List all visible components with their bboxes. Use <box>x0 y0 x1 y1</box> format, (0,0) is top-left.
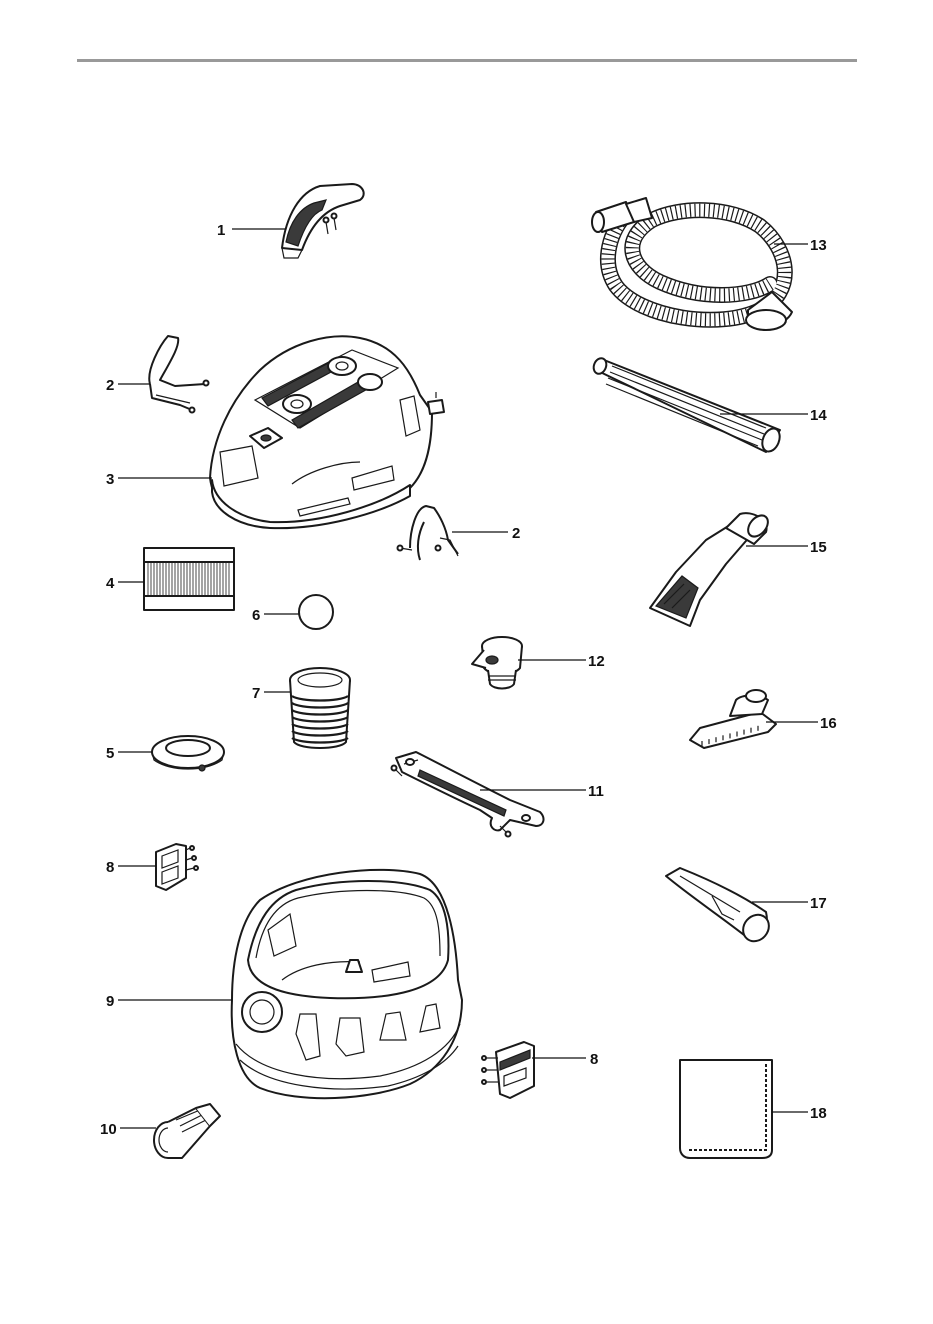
part-4-cartridge-filter <box>144 548 234 610</box>
part-2-latch-right <box>398 506 459 560</box>
part-8-clip-right <box>482 1042 534 1098</box>
label-15: 15 <box>810 539 827 556</box>
label-2-left: 2 <box>106 377 114 394</box>
part-12-cap <box>472 637 522 689</box>
part-10-connector <box>154 1104 220 1158</box>
label-14: 14 <box>810 407 827 424</box>
part-8-clip-left <box>156 844 198 890</box>
part-17-crevice-tool <box>666 868 774 946</box>
label-18: 18 <box>810 1105 827 1122</box>
label-4: 4 <box>106 575 115 592</box>
part-15-nozzle <box>650 512 772 626</box>
label-9: 9 <box>106 993 114 1010</box>
label-16: 16 <box>820 715 837 732</box>
part-7-float-cage <box>290 668 350 748</box>
label-2-right: 2 <box>512 525 520 542</box>
label-8-left: 8 <box>106 859 114 876</box>
label-5: 5 <box>106 745 114 762</box>
part-18-dust-bag <box>680 1060 772 1158</box>
part-9-tank <box>232 870 462 1098</box>
label-7: 7 <box>252 685 260 702</box>
part-3-motor-head <box>210 336 444 528</box>
part-1-handle <box>282 184 364 258</box>
part-11-bracket <box>392 752 544 837</box>
label-1: 1 <box>217 222 225 239</box>
label-10: 10 <box>100 1121 117 1138</box>
part-5-ring <box>152 736 224 771</box>
label-6: 6 <box>252 607 260 624</box>
part-14-wand <box>591 356 782 454</box>
label-3: 3 <box>106 471 114 488</box>
label-8-right: 8 <box>590 1051 598 1068</box>
part-2-latch-left <box>149 336 208 413</box>
label-12: 12 <box>588 653 605 670</box>
label-11: 11 <box>588 783 604 800</box>
label-13: 13 <box>810 237 827 254</box>
label-17: 17 <box>810 895 827 912</box>
part-6-disc <box>299 595 333 629</box>
header-rule <box>77 59 857 62</box>
part-16-floor-nozzle <box>690 690 776 748</box>
part-13-hose <box>592 198 792 330</box>
